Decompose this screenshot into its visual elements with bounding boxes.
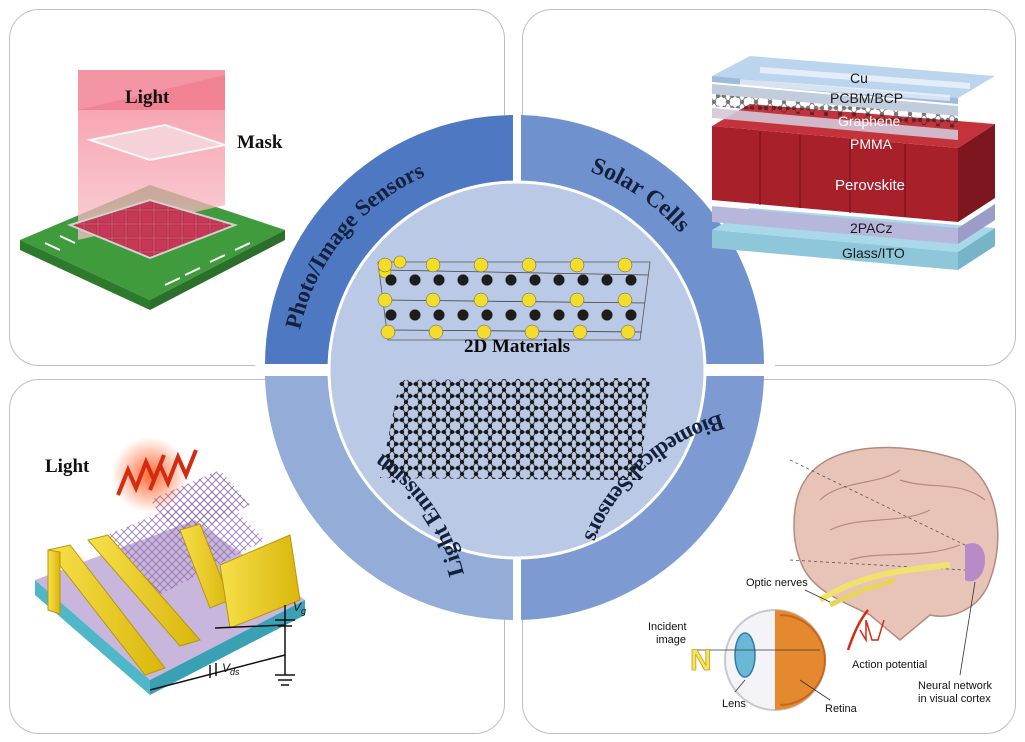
mos2-atoms: [377, 257, 637, 340]
vds-label: Vds: [222, 661, 240, 677]
circuit-wiring: [149, 605, 295, 691]
electrode-2: [87, 534, 201, 647]
mo-atom: [505, 274, 517, 286]
letter-n-icon: N: [690, 644, 712, 677]
s-atom: [377, 292, 393, 308]
mo-atom: [457, 274, 469, 286]
mask-plate: [86, 123, 229, 162]
s-atom: [521, 292, 537, 308]
central-ring: [255, 110, 775, 630]
s-atom: [569, 257, 585, 273]
visual-cortex-label: in visual cortex: [918, 693, 991, 705]
s-atom: [380, 324, 396, 340]
brain-icon: [793, 446, 999, 641]
mo-atom: [553, 309, 565, 321]
mo-atom: [529, 309, 541, 321]
layer-graphene: [712, 94, 958, 128]
mo-atom: [433, 274, 445, 286]
electrode-4: [219, 534, 301, 629]
s-atom: [473, 257, 489, 273]
mo-atom: [601, 309, 613, 321]
s-atom: [617, 292, 633, 308]
photo-sensor-illustration: Light Mask: [20, 70, 285, 310]
mo-atom: [409, 274, 421, 286]
biomedical-illustration: N Optic nerves Incident image Action pot…: [648, 446, 999, 715]
mo-atom: [553, 274, 565, 286]
layer-label-2pacz: 2PACz: [850, 220, 893, 236]
mo-atom: [577, 309, 589, 321]
mo-atom: [433, 309, 445, 321]
s-atom: [428, 324, 444, 340]
layer-pcbm: [712, 84, 958, 116]
image-label: image: [656, 634, 686, 646]
mo-atom: [625, 309, 637, 321]
layer-2pacz: [712, 206, 958, 244]
visual-cortex: [965, 543, 985, 582]
s-atom: [620, 324, 636, 340]
solar-cell-stack: Cu PCBM/BCP Graphene PMMA Perovskite 2PA…: [712, 56, 995, 270]
s-atom: [377, 257, 393, 273]
mo-atom: [601, 274, 613, 286]
light-emission-device: Light Vg Vds: [35, 437, 306, 695]
mo-atom: [481, 309, 493, 321]
s-atom: [617, 257, 633, 273]
s-atom: [569, 292, 585, 308]
sensor-array: [67, 198, 239, 260]
mo-atom: [505, 309, 517, 321]
mo-atom: [577, 274, 589, 286]
lens-label: Lens: [722, 698, 746, 710]
layer-label-pmma: PMMA: [850, 136, 893, 152]
action-potential-trace: [859, 619, 885, 643]
layer-label-cu: Cu: [850, 70, 868, 86]
s-atom: [524, 324, 540, 340]
mo-atom: [385, 274, 397, 286]
layer-perovskite: [712, 126, 958, 222]
lens-icon: [734, 632, 756, 678]
photon-wave-2: [148, 449, 198, 491]
graphene-sheet-icon: [380, 378, 650, 480]
s-atom: [425, 257, 441, 273]
mo-atom: [457, 309, 469, 321]
mo-atom: [625, 274, 637, 286]
center-disc: [327, 180, 707, 560]
optic-nerve: [818, 562, 951, 603]
electrode-1: [47, 544, 166, 676]
s-atom: [476, 324, 492, 340]
layer-label-pcbm: PCBM/BCP: [830, 90, 903, 106]
incident-label: Incident: [648, 621, 687, 633]
mo-atom: [529, 274, 541, 286]
layer-label-perovskite: Perovskite: [835, 177, 905, 194]
layer-glass-ito: [712, 230, 958, 270]
center-title: 2D Materials: [464, 336, 570, 357]
emission-light-label: Light: [45, 456, 90, 477]
vg-label: Vg: [293, 600, 306, 616]
mo-atom: [481, 274, 493, 286]
s-atom: [572, 324, 588, 340]
optic-nerves-label: Optic nerves: [746, 577, 808, 589]
action-potential-label: Action potential: [852, 659, 927, 671]
s-atom: [473, 292, 489, 308]
s-atom: [425, 292, 441, 308]
mo-atom: [385, 309, 397, 321]
retina-label: Retina: [825, 703, 858, 715]
layer-label-graphene: Graphene: [838, 113, 900, 129]
layer-pmma: [712, 108, 958, 140]
mask-label: Mask: [237, 132, 283, 153]
mo-atom: [409, 309, 421, 321]
s-atom: [521, 257, 537, 273]
layer-label-glass-ito: Glass/ITO: [842, 245, 905, 261]
light-label: Light: [125, 87, 170, 108]
neural-network-label: Neural network: [918, 680, 992, 692]
